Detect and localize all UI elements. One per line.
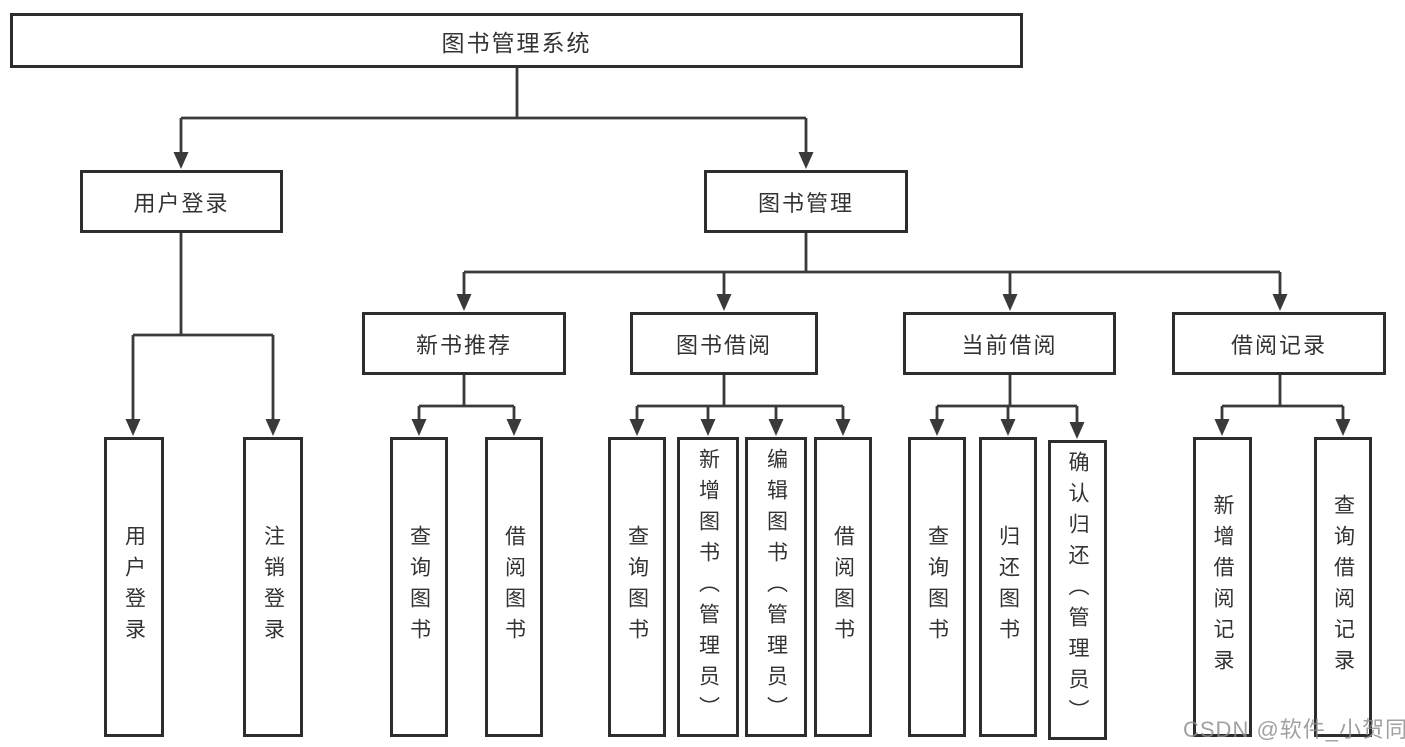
leaf-edit-books-admin: 编辑图书（管理员） [745,437,807,737]
leaf-confirm-return-admin: 确认归还（管理员） [1048,440,1107,740]
node-label: 归还图书 [996,525,1020,649]
node-borrowing-records: 借阅记录 [1172,312,1386,375]
leaf-query-books-1: 查询图书 [390,437,448,737]
node-label: 新增图书（管理员） [696,447,720,727]
node-label: 图书管理系统 [441,29,592,56]
leaf-add-borrow-record: 新增借阅记录 [1193,437,1252,737]
connector-newbook-to-leaves [417,375,516,421]
node-book-borrowing: 图书借阅 [630,312,818,375]
node-label: 当前借阅 [961,332,1058,358]
node-label: 注销登录 [261,525,285,649]
leaf-logout: 注销登录 [243,437,303,737]
leaf-borrow-books-1: 借阅图书 [485,437,543,737]
node-label: 查询图书 [625,525,649,649]
node-label: 借阅图书 [831,525,855,649]
leaf-return-books: 归还图书 [979,437,1037,737]
connector-borrowing-to-leaves [635,375,845,421]
leaf-user-login: 用户登录 [104,437,164,737]
node-label: 图书借阅 [675,332,772,358]
node-label: 编辑图书（管理员） [764,447,788,727]
node-new-book-recommendation: 新书推荐 [362,312,566,375]
node-current-borrowing: 当前借阅 [903,312,1116,375]
node-label: 新增借阅记录 [1211,494,1234,680]
node-label: 查询图书 [925,525,949,649]
leaf-query-borrow-record: 查询借阅记录 [1314,437,1372,737]
leaf-borrow-books-2: 借阅图书 [814,437,872,737]
leaf-add-books-admin: 新增图书（管理员） [677,437,739,737]
connector-userlogin-to-leaves [131,233,275,421]
connector-bookmgmt-to-level3 [462,233,1282,296]
connector-records-to-leaves [1220,375,1345,421]
node-label: 新书推荐 [415,332,512,358]
arrowhead-icons [125,152,1351,439]
node-library-management-system: 图书管理系统 [10,13,1023,68]
node-label: 查询图书 [407,525,431,649]
connector-current-to-leaves [935,375,1079,424]
connector-root-to-level2 [179,68,808,154]
leaf-query-books-3: 查询图书 [908,437,966,737]
node-label: 借阅记录 [1230,332,1327,358]
node-label: 用户登录 [122,525,146,649]
node-label: 确认归还（管理员） [1066,450,1089,730]
node-label: 借阅图书 [502,525,526,649]
node-user-login: 用户登录 [80,170,283,233]
node-label: 用户登录 [133,190,230,216]
node-book-management: 图书管理 [704,170,908,233]
csdn-watermark: CSDN @软件_小贺同学 [1183,717,1405,742]
leaf-query-books-2: 查询图书 [608,437,666,737]
node-label: 查询借阅记录 [1331,494,1355,680]
node-label: 图书管理 [757,190,854,216]
